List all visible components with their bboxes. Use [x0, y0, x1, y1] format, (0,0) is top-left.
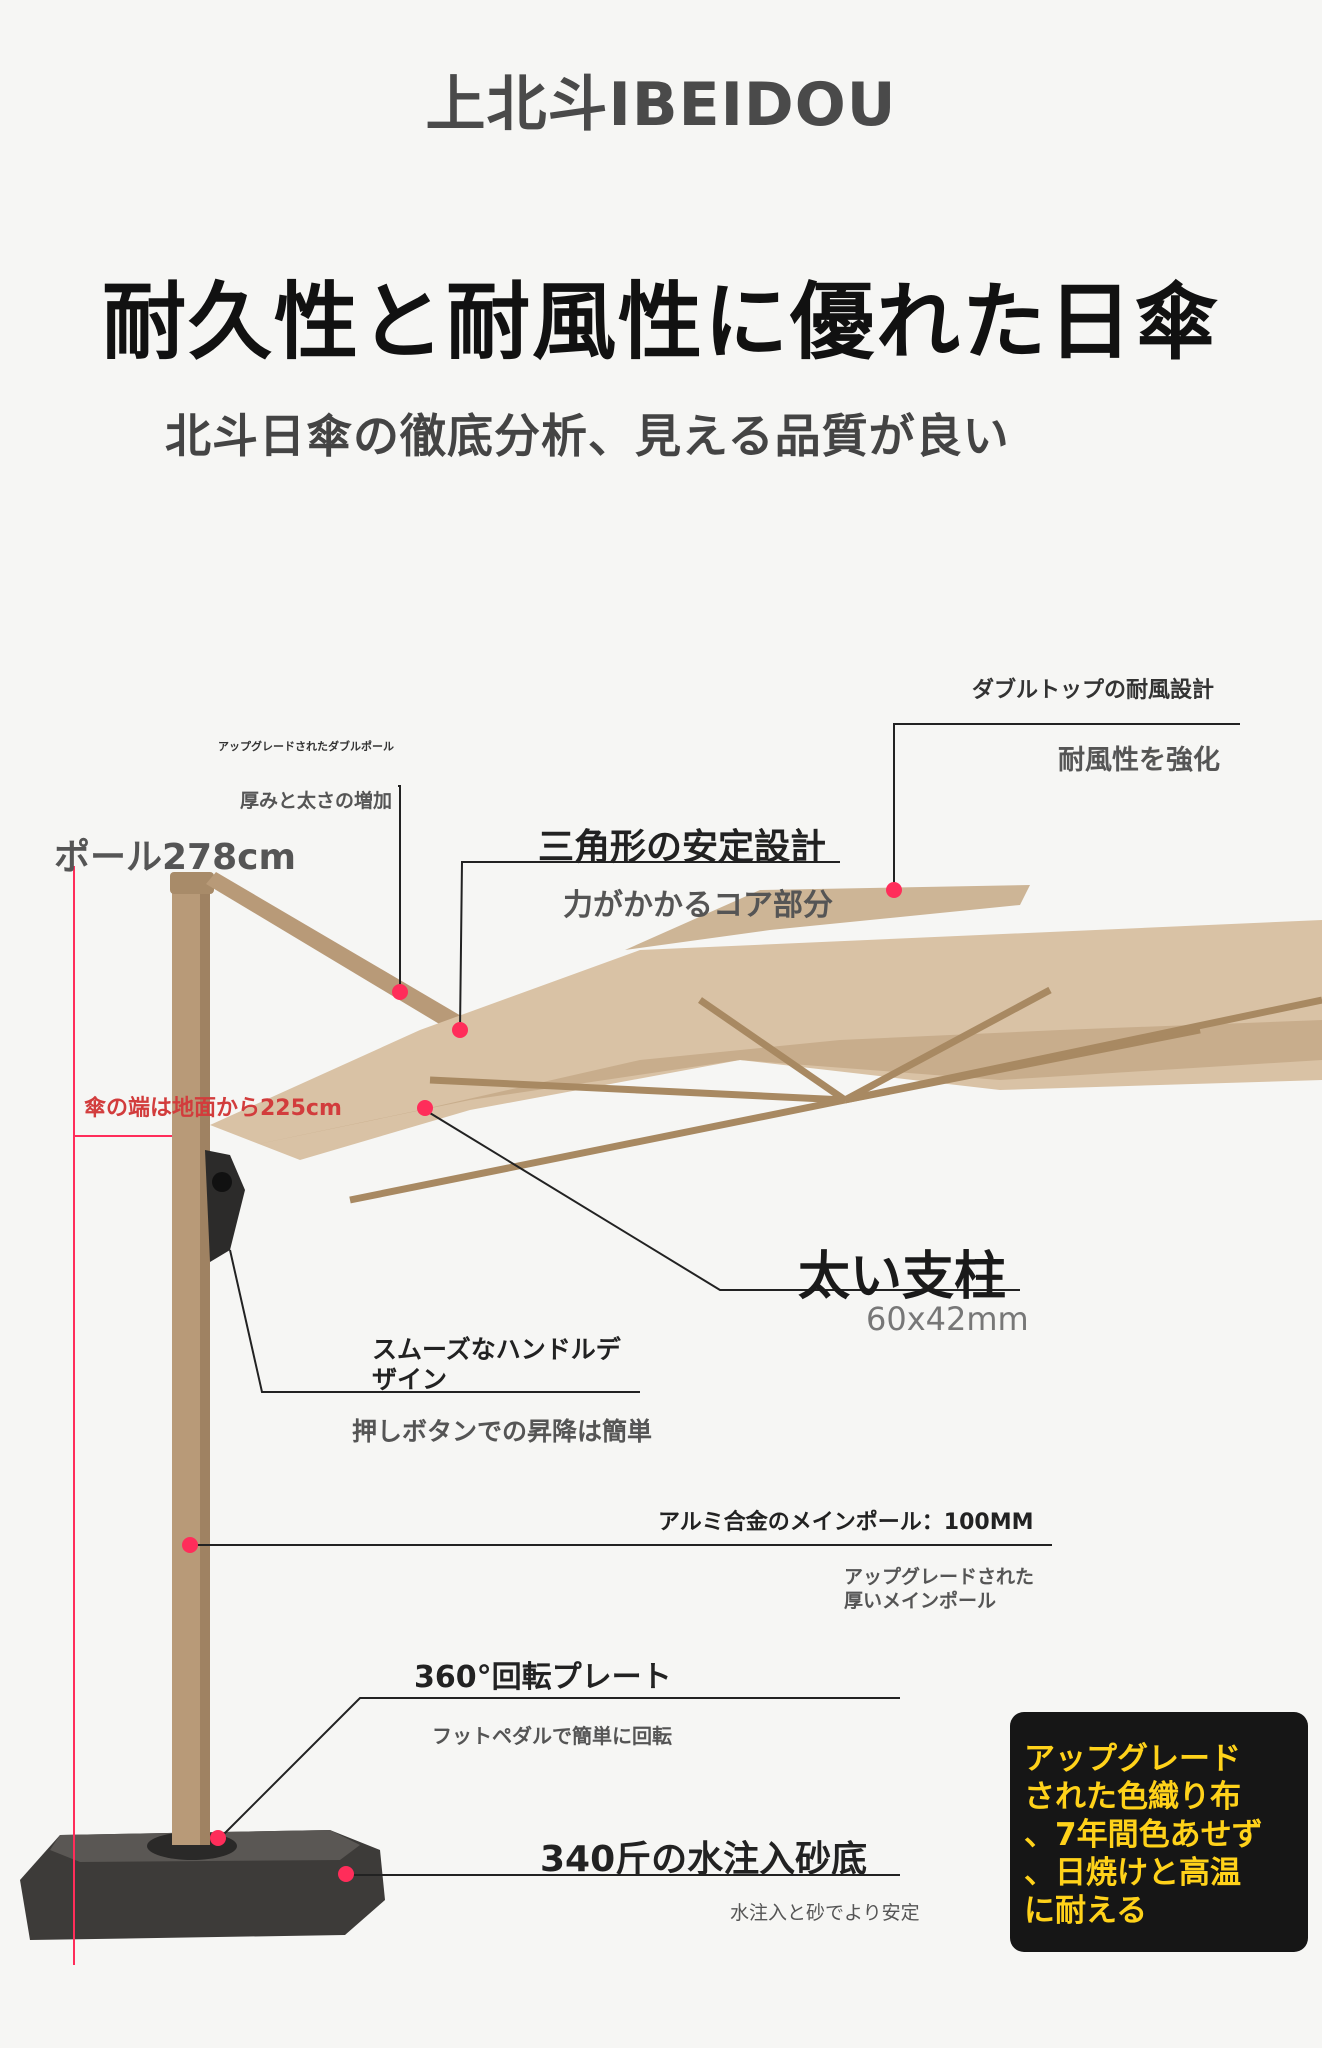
callout-main-pole-sub-1: アップグレードされた: [844, 1566, 1035, 1588]
badge-line: された色織り布: [1024, 1779, 1241, 1815]
callout-rotation-title: 360°回転プレート: [414, 1660, 672, 1695]
badge-line: 、7年間色あせず: [1024, 1817, 1263, 1853]
canopy-main: [210, 920, 1322, 1160]
canopy-underside: [230, 1020, 1322, 1150]
callout-edge-height: 傘の端は地面から225cm: [84, 1096, 342, 1121]
callout-triangle-sub: 力がかかるコア部分: [563, 888, 833, 923]
fabric-feature-badge: アップグレード された色織り布 、7年間色あせず 、日焼けと高温 に耐える: [1010, 1712, 1308, 1952]
canopy-ribs: [349, 986, 1322, 1204]
callout-dots: [182, 882, 902, 1882]
page-subheadline: 北斗日傘の徹底分析、見える品質が良い: [165, 409, 1010, 463]
callout-base-title: 340斤の水注入砂底: [540, 1839, 868, 1880]
callout-main-pole-sub-2: 厚いメインポール: [844, 1590, 997, 1612]
callout-double-pole-title: アップグレードされたダブルポール: [218, 740, 394, 753]
callout-thick-pillar-title: 太い支柱: [798, 1247, 1007, 1307]
callout-main-pole-title: アルミ合金のメインポール：100MM: [658, 1510, 1034, 1535]
main-pole-shade: [200, 880, 210, 1845]
crank-handle: [205, 1150, 245, 1262]
badge-line: アップグレード: [1024, 1741, 1241, 1777]
canopy-top-tier: [625, 885, 1030, 950]
double-arm: [206, 872, 468, 1034]
page-headline: 耐久性と耐風性に優れた日傘: [101, 273, 1220, 371]
callout-triangle-title: 三角形の安定設計: [538, 827, 827, 868]
callout-double-pole-sub: 厚みと太さの増加: [240, 790, 393, 812]
badge-line: 、日焼けと高温: [1024, 1855, 1241, 1891]
handle-knob: [212, 1172, 232, 1192]
callout-handle-sub: 押しボタンでの昇降は簡単: [352, 1417, 653, 1446]
callout-pole-height: ポール278cm: [54, 837, 296, 878]
pole-cap: [170, 872, 214, 894]
brand-logo-text: 上北斗IBEIDOU: [425, 70, 897, 140]
callout-handle-title-2: ザイン: [372, 1365, 448, 1394]
callout-thick-pillar-sub: 60x42mm: [866, 1300, 1029, 1338]
callout-base-sub: 水注入と砂でより安定: [730, 1902, 920, 1924]
callout-rotation-sub: フットペダルで簡単に回転: [432, 1724, 672, 1748]
badge-line: に耐える: [1024, 1893, 1148, 1929]
callout-double-top-title: ダブルトップの耐風設計: [972, 678, 1215, 703]
callout-handle-title-1: スムーズなハンドルデ: [372, 1335, 621, 1364]
leader-lines: [188, 723, 1240, 1876]
callout-double-top-sub: 耐風性を強化: [1058, 745, 1220, 776]
